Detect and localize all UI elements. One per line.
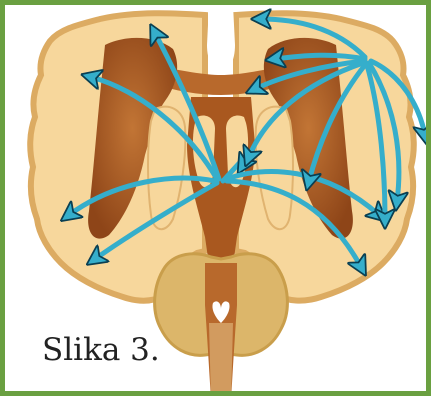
figure-caption: Slika 3.: [42, 332, 160, 368]
longitudinal-fissure: [207, 5, 235, 71]
medulla-outline: [209, 323, 233, 396]
